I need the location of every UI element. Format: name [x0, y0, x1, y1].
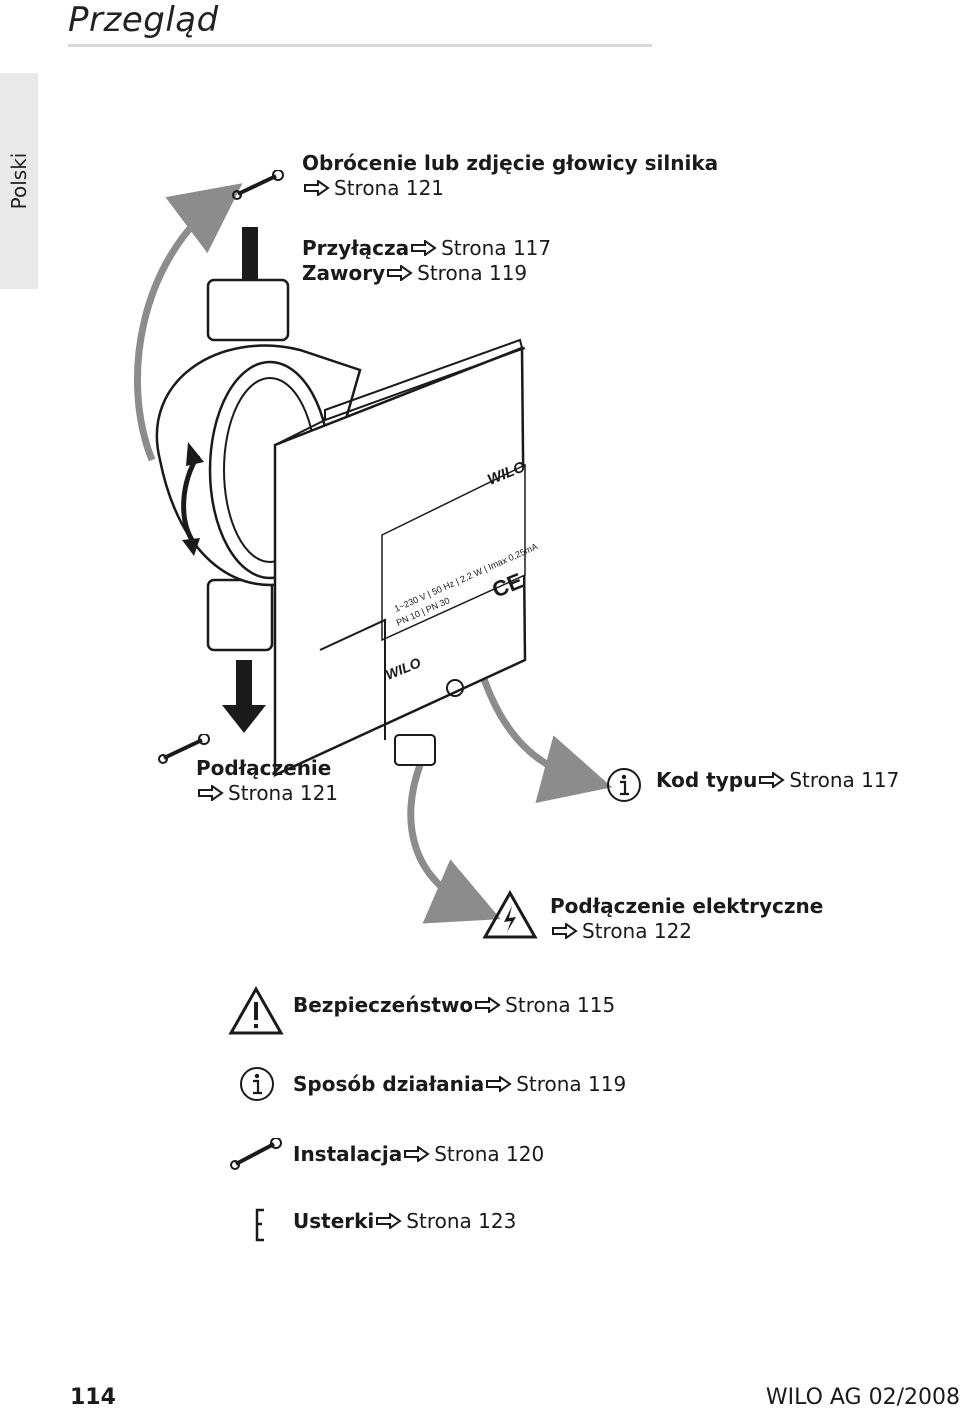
- index-item-page: Strona 120: [434, 1142, 545, 1166]
- callout-electrical: Podłączenie elektryczne Strona 122: [550, 894, 823, 944]
- callout-valves-title: Zawory: [302, 261, 386, 285]
- pump-illustration: WILO 1~230 V | 50 Hz | 2,2 W | Imax 0,25…: [134, 183, 613, 924]
- wrench-icon: [232, 170, 284, 200]
- callout-fittings-title: Przyłącza: [302, 236, 410, 260]
- info-icon: [607, 768, 641, 802]
- index-item-label: Sposób działania: [293, 1072, 485, 1096]
- callout-connection-page[interactable]: Strona 121: [228, 781, 339, 805]
- page-ref-arrow-icon: [376, 1213, 403, 1229]
- page-ref-arrow-icon: [198, 785, 224, 801]
- index-item-page: Strona 115: [505, 993, 616, 1017]
- callout-type-code-title: Kod typu: [656, 768, 758, 792]
- page-ref-arrow-icon: [486, 1076, 512, 1092]
- callout-connection: Podłączenie Strona 121: [196, 756, 338, 806]
- callout-fittings-valves: Przyłącza Strona 117 Zawory Strona 119: [302, 236, 551, 286]
- index-item-label: Usterki: [293, 1209, 375, 1233]
- warning-icon: [228, 986, 284, 1035]
- page-ref-arrow-icon: [404, 1146, 430, 1162]
- language-tab-label: Polski: [7, 152, 31, 210]
- index-item-installation[interactable]: Instalacja Strona 120: [293, 1142, 544, 1167]
- callout-type-code-page[interactable]: Strona 117: [789, 768, 900, 792]
- title-divider: [68, 44, 652, 47]
- callout-type-code: Kod typu Strona 117: [656, 768, 899, 793]
- callout-valves-page[interactable]: Strona 119: [417, 261, 528, 285]
- callout-motor-head-page[interactable]: Strona 121: [334, 176, 445, 200]
- index-item-page: Strona 123: [406, 1209, 517, 1233]
- callout-connection-title: Podłączenie: [196, 756, 332, 780]
- page-ref-arrow-icon: [552, 923, 578, 939]
- electric-warning-icon: [482, 890, 538, 939]
- info-icon: [240, 1067, 274, 1101]
- index-item-label: Instalacja: [293, 1142, 403, 1166]
- index-item-faults[interactable]: Usterki Strona 123: [293, 1209, 516, 1234]
- callout-electrical-page[interactable]: Strona 122: [582, 919, 693, 943]
- callout-fittings-page[interactable]: Strona 117: [441, 236, 552, 260]
- page-ref-arrow-icon: [759, 772, 786, 788]
- callout-motor-head-title: Obrócenie lub zdjęcie głowicy silnika: [302, 151, 719, 175]
- page-ref-arrow-icon: [387, 265, 413, 281]
- index-item-safety[interactable]: Bezpieczeństwo Strona 115: [293, 993, 615, 1018]
- index-item-page: Strona 119: [516, 1072, 627, 1096]
- page-ref-arrow-icon: [304, 180, 330, 196]
- index-item-label: Bezpieczeństwo: [293, 993, 474, 1017]
- page-ref-arrow-icon: [475, 997, 501, 1013]
- fault-icon: [255, 1208, 264, 1242]
- language-tab: Polski: [0, 73, 38, 289]
- wrench-icon: [230, 1138, 282, 1170]
- page-title: Przegląd: [68, 0, 219, 40]
- page-ref-arrow-icon: [411, 240, 437, 256]
- page-number: 114: [70, 1385, 116, 1410]
- callout-electrical-title: Podłączenie elektryczne: [550, 894, 824, 918]
- footer-publisher: WILO AG 02/2008: [765, 1385, 960, 1410]
- index-item-operation[interactable]: Sposób działania Strona 119: [293, 1072, 626, 1097]
- wrench-icon: [158, 734, 210, 764]
- callout-motor-head: Obrócenie lub zdjęcie głowicy silnika St…: [302, 151, 718, 201]
